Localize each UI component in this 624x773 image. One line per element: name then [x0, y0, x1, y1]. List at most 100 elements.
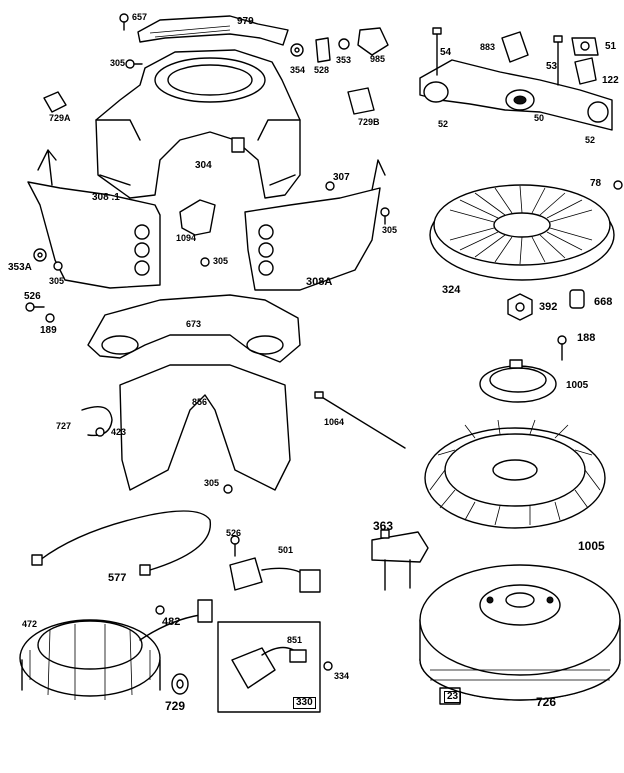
label-657: 657	[132, 12, 148, 22]
label-188: 188	[577, 332, 596, 344]
label-985: 985	[370, 54, 386, 64]
label-501: 501	[278, 545, 294, 555]
part-526-screw-low	[230, 535, 240, 557]
part-1094-bracket	[179, 199, 216, 236]
part-883-gasket	[501, 31, 529, 63]
label-729: 729	[165, 699, 186, 713]
part-729a-clip	[43, 91, 67, 113]
label-526-low: 526	[226, 528, 242, 538]
label-851: 851	[287, 635, 303, 645]
part-51-gasket	[571, 37, 599, 56]
label-883: 883	[480, 42, 496, 52]
part-188-screw	[557, 335, 567, 361]
part-354-washer	[290, 43, 304, 57]
part-305-screw-right	[380, 207, 390, 225]
label-1094: 1094	[176, 233, 197, 243]
part-23-kit-box	[439, 687, 461, 705]
part-501-rectifier	[229, 557, 321, 593]
part-304-blower-housing	[95, 49, 301, 199]
label-52-right: 52	[585, 135, 596, 145]
label-472: 472	[22, 619, 38, 629]
part-668-spacer	[569, 289, 585, 309]
label-23: 23	[444, 691, 462, 703]
part-54-bolt	[432, 27, 442, 76]
label-53: 53	[546, 61, 558, 72]
part-729b-clip	[347, 87, 375, 115]
part-334-screw	[323, 661, 333, 671]
part-363-bracket	[371, 529, 429, 591]
label-1006: 1005	[566, 380, 589, 391]
part-308-1-side-shroud	[27, 149, 161, 289]
label-353a: 353A	[8, 262, 32, 273]
part-189-nut	[45, 313, 55, 323]
part-50-manifold	[419, 59, 613, 131]
label-50: 50	[534, 113, 545, 123]
label-52-left: 52	[438, 119, 449, 129]
label-577: 577	[108, 572, 127, 584]
label-363: 363	[373, 519, 394, 533]
label-305-bottom: 305	[204, 478, 220, 488]
label-51: 51	[605, 41, 617, 52]
part-726-flywheel	[419, 564, 621, 701]
label-307: 307	[333, 172, 350, 183]
label-305-mid: 305	[213, 256, 229, 266]
part-673-baffle	[87, 294, 301, 363]
part-729-grommet	[171, 673, 189, 695]
part-53-bolt	[553, 35, 563, 86]
label-78: 78	[590, 178, 602, 189]
part-307-screw	[325, 181, 335, 191]
part-353a-washer	[33, 248, 47, 262]
label-308-1: 308 .1	[92, 192, 120, 203]
label-353: 353	[336, 55, 352, 65]
part-78-screw	[613, 180, 623, 190]
label-304: 304	[195, 160, 212, 171]
label-729b: 729B	[358, 117, 380, 127]
label-308a: 308A	[306, 276, 333, 288]
label-392: 392	[539, 301, 558, 313]
part-122-fitting	[574, 57, 597, 85]
label-305-top: 305	[110, 58, 126, 68]
label-856: 856	[192, 397, 208, 407]
part-1064-tie	[314, 391, 406, 449]
part-979-shroud-strip	[137, 15, 289, 46]
label-979: 979	[237, 16, 254, 27]
label-528: 528	[314, 65, 330, 75]
label-526: 526	[24, 291, 41, 302]
label-729a: 729A	[49, 113, 71, 123]
part-526-screw	[25, 302, 45, 312]
label-305-left: 305	[49, 276, 65, 286]
label-673: 673	[186, 319, 202, 329]
part-305-screw-left	[53, 261, 63, 271]
part-308a-side-shroud	[244, 159, 386, 291]
part-305-screw-mid	[200, 257, 210, 267]
part-472-alternator-stator	[19, 599, 213, 700]
label-1064: 1064	[324, 417, 345, 427]
part-657-screw	[119, 13, 129, 31]
label-423: 423	[111, 427, 127, 437]
part-324-fan-screen	[429, 184, 615, 281]
part-856-lower-baffle	[119, 364, 291, 491]
label-122: 122	[602, 75, 619, 86]
part-305-screw-top	[125, 59, 143, 69]
part-482-screw	[155, 605, 165, 615]
label-727: 727	[56, 421, 72, 431]
part-985-bracket	[357, 27, 389, 56]
label-482: 482	[162, 616, 181, 628]
part-1006-retainer	[479, 359, 557, 403]
part-392-nut	[507, 293, 533, 321]
part-423-nut	[95, 427, 105, 437]
part-353-washer	[338, 38, 350, 50]
label-330: 330	[293, 697, 316, 709]
part-1005-flywheel-fan	[424, 419, 606, 529]
part-330-kit-box	[217, 621, 321, 713]
part-528-bracket	[315, 37, 331, 63]
label-305-right: 305	[382, 225, 398, 235]
label-324: 324	[442, 284, 461, 296]
label-189: 189	[40, 325, 57, 336]
part-577-wire-harness	[31, 510, 211, 576]
label-668: 668	[594, 296, 613, 308]
part-305-screw-bottom	[223, 484, 233, 494]
label-54: 54	[440, 47, 452, 58]
